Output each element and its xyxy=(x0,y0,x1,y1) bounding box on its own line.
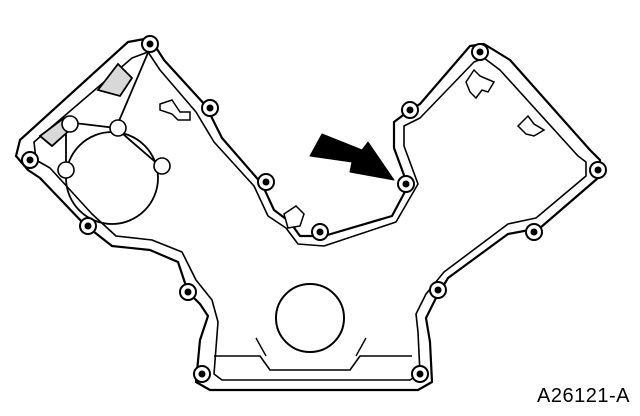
cover-outline xyxy=(14,36,602,392)
bolt xyxy=(311,223,329,241)
bolt xyxy=(397,175,415,193)
bolt xyxy=(201,99,219,117)
bolt xyxy=(21,151,39,169)
bolt xyxy=(179,283,197,301)
figure-reference-code: A26121-A xyxy=(537,385,630,407)
crankshaft-seal-bore xyxy=(275,283,345,353)
oil-pan-rail xyxy=(214,355,412,371)
bolt xyxy=(589,161,607,179)
bolt xyxy=(471,43,489,61)
bolt xyxy=(411,365,429,383)
bolts xyxy=(21,35,607,383)
bolt xyxy=(79,217,97,235)
bolt xyxy=(525,223,543,241)
bolt xyxy=(193,365,211,383)
bolt xyxy=(429,281,447,299)
bolt xyxy=(401,101,419,119)
bolt xyxy=(141,35,159,53)
pump-bosses xyxy=(57,115,171,179)
bolt xyxy=(257,173,275,191)
water-pump-bore xyxy=(65,131,159,225)
dowel-features xyxy=(159,68,546,229)
callout-arrow xyxy=(309,133,395,181)
gasket-outline xyxy=(33,51,587,381)
